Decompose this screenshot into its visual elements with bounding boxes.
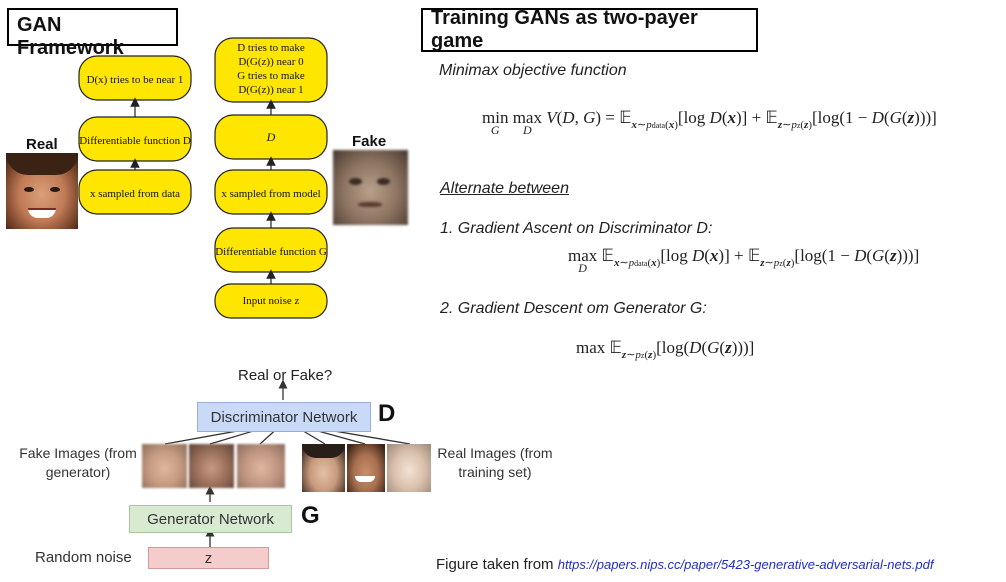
discriminator-network-label: Discriminator Network [210, 408, 358, 426]
gen-function-text: Differentiable function G [215, 246, 327, 258]
real-image-3 [387, 444, 431, 492]
alternate-heading: Alternate between [440, 180, 569, 197]
generator-network-label: Generator Network [147, 510, 274, 528]
disc-top-text: D(x) tries to be near 1 [86, 74, 184, 86]
training-title-text: Training GANs as two-payer game [431, 7, 698, 52]
real-or-fake-label: Real or Fake? [238, 367, 333, 384]
training-title: Training GANs as two-payer game [421, 7, 758, 52]
fake-image-2 [189, 444, 234, 488]
discriminator-network-box: Discriminator Network [197, 402, 371, 432]
gen-sampled-text: x sampled from model [221, 188, 321, 200]
gen-top-line-1: D tries to make [237, 42, 305, 54]
real-images-label: Real Images (from training set) [437, 445, 553, 480]
fake-image-1 [142, 444, 187, 488]
real-label: Real [26, 136, 58, 153]
fake-image-3 [237, 444, 285, 488]
gen-noise-text: Input noise z [242, 295, 300, 307]
generator-letter: G [301, 502, 320, 529]
descent-formula: max 𝔼z∼pz(z)[log(D(G(z)))] [576, 338, 755, 361]
random-noise-label: Random noise [35, 549, 132, 566]
real-image-1 [302, 444, 345, 492]
generator-network-box: Generator Network [129, 505, 292, 533]
noise-z-box: z [148, 547, 269, 569]
step1-label: 1. Gradient Ascent on Discriminator D: [440, 220, 713, 237]
fake-label: Fake [352, 133, 387, 150]
gan-framework-title: GAN Framework [7, 8, 178, 59]
real-image-2 [347, 444, 385, 492]
fake-images-label: Fake Images (from generator) [19, 445, 137, 480]
gen-top-line-2: D(G(z)) near 0 [238, 56, 304, 68]
discriminator-letter: D [378, 400, 396, 427]
gan-framework-diagram [78, 37, 328, 319]
real-face-image [6, 153, 78, 229]
disc-bottom-text: x sampled from data [89, 188, 181, 200]
gen-top-line-3: G tries to make [237, 70, 305, 82]
fake-face-image [333, 150, 408, 225]
gen-top-line-4: D(G(z)) near 1 [238, 84, 304, 96]
figure-credit: Figure taken from [436, 556, 554, 573]
disc-middle-text: Differentiable function D [79, 135, 191, 147]
figure-link[interactable]: https://papers.nips.cc/paper/5423-genera… [557, 557, 934, 572]
minimax-heading: Minimax objective function [439, 62, 627, 79]
gan-framework-title-text: GAN Framework [17, 14, 124, 59]
z-label: z [204, 549, 213, 567]
gen-d-text: D [266, 129, 276, 144]
step2-label: 2. Gradient Descent om Generator G: [440, 300, 707, 317]
